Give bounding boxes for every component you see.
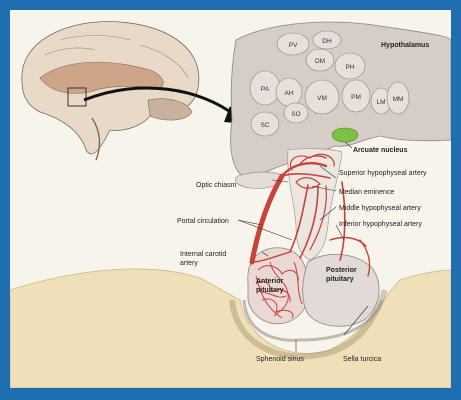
sella-turcica-label: Sella turcica [343, 356, 381, 363]
optic-chiasm-label: Optic chiasm [196, 182, 237, 189]
superior-hypophyseal-artery-label: Superior hypophyseal artery [339, 170, 427, 177]
posterior-pituitary-shape [303, 254, 379, 326]
internal-carotid-label-line2: artery [180, 260, 198, 267]
figure-panel: PV DH DM PH PA AH VM PM LM MM SC SO [10, 10, 451, 388]
portal-circulation-label: Portal circulation [177, 218, 229, 225]
anterior-pituitary-label-line2: pituitary [256, 287, 284, 294]
nucleus-label-lm: LM [376, 99, 385, 106]
nucleus-label-sc: SC [260, 122, 269, 129]
nucleus-label-ah: AH [284, 90, 293, 97]
nucleus-label-dh: DH [322, 38, 332, 45]
sphenoid-sinus-label: Sphenoid sinus [256, 356, 304, 363]
nucleus-label-pa: PA [261, 86, 270, 93]
sphenoid-bone [10, 269, 451, 388]
arcuate-nucleus-label: Arcuate nucleus [353, 147, 408, 154]
nucleus-label-pm: PM [351, 94, 361, 101]
posterior-pituitary-label-line2: pituitary [326, 276, 354, 283]
hypothalamus-pituitary-diagram: PV DH DM PH PA AH VM PM LM MM SC SO [10, 10, 451, 388]
posterior-pituitary-label-line1: Posterior [326, 267, 357, 274]
middle-hypophyseal-artery-label: Middle hypophyseal artery [339, 205, 421, 212]
nucleus-label-vm: VM [317, 95, 327, 102]
nucleus-label-dm: DM [315, 58, 325, 65]
inferior-hypophyseal-artery-label: Inferior hypophyseal artery [339, 221, 422, 228]
hypothalamus-label: Hypothalamus [381, 42, 429, 49]
nucleus-label-ph: PH [345, 64, 354, 71]
median-eminence-label: Median eminence [339, 189, 394, 196]
nucleus-label-pv: PV [289, 42, 298, 49]
nucleus-label-so: SO [291, 111, 300, 118]
anterior-pituitary-label-line1: Anterior [256, 278, 284, 285]
internal-carotid-label-line1: Internal carotid [180, 251, 226, 258]
arcuate-nucleus-shape [332, 128, 358, 142]
nucleus-label-mm: MM [393, 96, 404, 103]
